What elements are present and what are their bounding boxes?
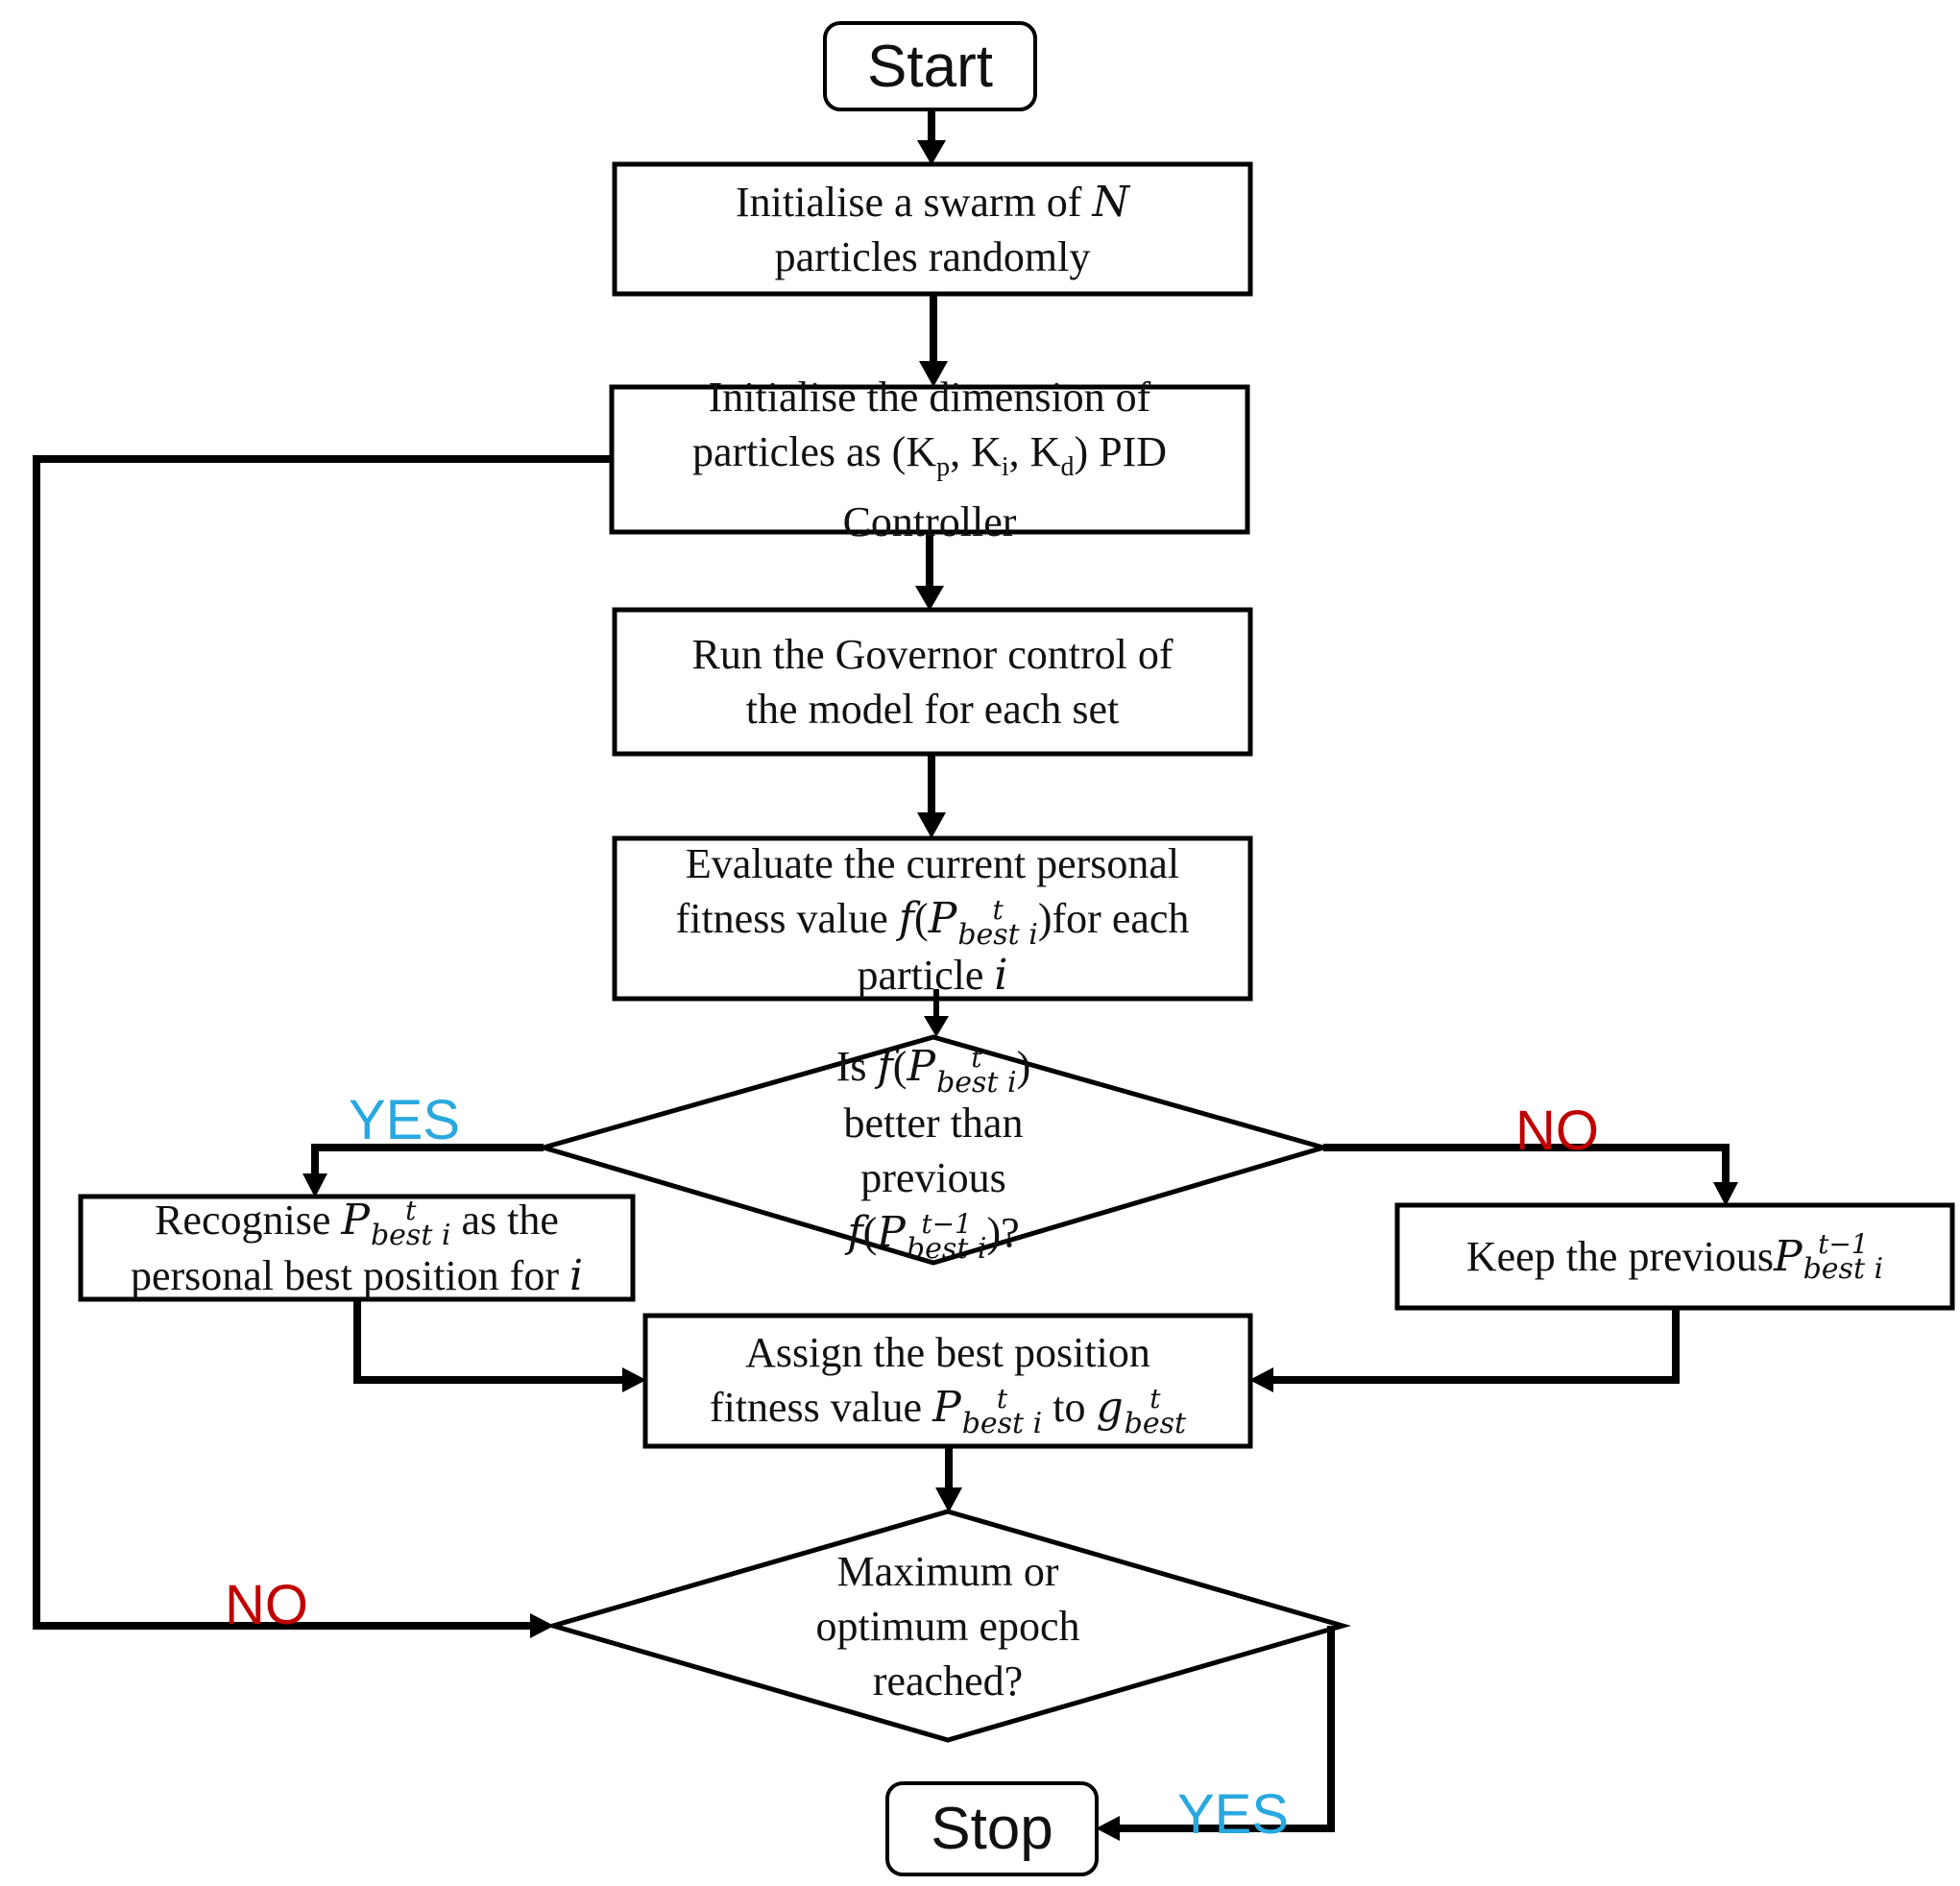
arrowhead [917, 812, 946, 838]
subscript-best: best [1124, 1406, 1187, 1440]
stop-text: Stop [931, 1796, 1053, 1862]
separator-kd: , K [1008, 428, 1061, 475]
function-f: f [898, 894, 915, 944]
superscript-t: t [971, 1042, 982, 1074]
superscript-t: t [1149, 1382, 1161, 1414]
subscript-best-i: best i [957, 917, 1038, 952]
decision1-line3: previous [860, 1154, 1006, 1201]
edge-decision-yes [311, 1144, 544, 1176]
decision2-line3: reached? [872, 1656, 1024, 1705]
assign-line2b: to [1042, 1384, 1097, 1432]
question-mark: ? [1001, 1209, 1020, 1256]
superscript-t-minus-1: t−1 [1818, 1227, 1869, 1260]
edge-keep-to-assign [1270, 1308, 1680, 1384]
variable-p: P [341, 1195, 370, 1245]
evaluate-fitness-text: Evaluate the current personal fitness va… [615, 835, 1250, 1003]
subscript-p: p [936, 452, 951, 482]
superscript-t: t [405, 1195, 417, 1227]
run-governor-text: Run the Governor control of the model fo… [615, 610, 1250, 754]
stop-label: Stop [887, 1783, 1097, 1874]
decision2-line1: Maximum or [836, 1547, 1059, 1595]
init-swarm-line1: Initialise a swarm of [736, 178, 1093, 226]
evaluate-fitness-box [612, 835, 1253, 1002]
recognise-line1a: Recognise [155, 1196, 342, 1244]
subscript-best-i: best i [906, 1231, 987, 1266]
evaluate-line2b: for each [1052, 895, 1190, 943]
superscript-t: t [992, 893, 1004, 926]
recognise-line2a: personal best position for [130, 1252, 569, 1300]
arrowhead [302, 1173, 327, 1197]
edge-label-no-loop: NO [225, 1574, 308, 1636]
edge-label-yes-stop: YES [1177, 1783, 1290, 1846]
subscript-d: d [1060, 452, 1075, 482]
init-dimension-text: Initialise the dimension of particles as… [612, 374, 1247, 545]
function-f: f [847, 1208, 863, 1257]
run-governor-line2: the model for each set [745, 686, 1120, 733]
arrowhead [935, 1487, 962, 1512]
edge-label-yes-recognise: YES [349, 1089, 461, 1151]
subscript-i: i [1001, 452, 1009, 482]
recognise-line1b: as the [450, 1196, 559, 1244]
edge-loop-no [33, 455, 612, 1630]
edge-recognise-to-assign [353, 1299, 626, 1384]
assign-line1: Assign the best position [745, 1329, 1150, 1377]
decision-max-epoch-text: Maximum or optimum epoch reached? [745, 1511, 1150, 1740]
arrowhead [1096, 1816, 1120, 1841]
superscript-t: t [996, 1382, 1008, 1414]
subscript-best-i: best i [936, 1066, 1017, 1100]
variable-p: P [932, 1383, 961, 1433]
separator-ki: , K [950, 428, 1002, 475]
edge-decision-no [1323, 1144, 1730, 1185]
variable-p: P [1773, 1232, 1803, 1281]
superscript-t-minus-1: t−1 [921, 1207, 972, 1240]
decision1-is: Is [835, 1043, 878, 1091]
decision-max-epoch [544, 1509, 1351, 1743]
variable-g: g [1096, 1383, 1124, 1433]
subscript-best-i: best i [961, 1406, 1043, 1440]
init-dimension-line2a: particles as (K [691, 428, 937, 475]
run-governor-line1: Run the Governor control of [691, 631, 1174, 678]
start-label: Start [825, 23, 1035, 109]
init-dimension-line3: Controller [842, 498, 1017, 545]
decision2-line2: optimum epoch [815, 1602, 1080, 1650]
variable-p: P [907, 1042, 936, 1092]
arrowhead [919, 361, 948, 387]
arrowhead [622, 1367, 646, 1392]
init-swarm-var-n: N [1092, 177, 1129, 227]
variable-p: P [928, 894, 957, 944]
evaluate-line1: Evaluate the current personal [685, 840, 1180, 888]
evaluate-line3a: particle [857, 951, 995, 999]
arrowhead [1249, 1367, 1273, 1392]
keep-previous-line: Keep the previous [1465, 1233, 1774, 1280]
arrowhead [1713, 1182, 1738, 1206]
assign-gbest-text: Assign the best position fitness value P… [645, 1316, 1250, 1446]
start-text: Start [867, 33, 993, 100]
variable-i: i [994, 950, 1008, 1000]
decision-better-than-previous [535, 1034, 1332, 1266]
evaluate-line2a: fitness value [675, 895, 899, 943]
arrowhead [917, 140, 946, 165]
assign-line2a: fitness value [709, 1384, 933, 1432]
edge-decision2-yes [1116, 1626, 1335, 1832]
edge-label-no-keep: NO [1515, 1100, 1599, 1162]
arrowhead [530, 1613, 554, 1638]
arrowhead [924, 1016, 949, 1037]
init-dimension-line1: Initialise the dimension of [708, 374, 1151, 421]
decision1-line2: better than [843, 1100, 1024, 1147]
function-f: f [877, 1042, 893, 1092]
init-swarm-line2: particles randomly [774, 232, 1091, 280]
subscript-best-i: best i [370, 1219, 451, 1253]
arrowhead [915, 586, 944, 611]
subscript-best-i: best i [1803, 1251, 1884, 1286]
variable-i: i [569, 1251, 584, 1301]
init-dimension-line2b: ) PID [1074, 428, 1168, 475]
init-swarm-text: Initialise a swarm of N particles random… [615, 164, 1250, 294]
variable-p: P [877, 1208, 906, 1257]
